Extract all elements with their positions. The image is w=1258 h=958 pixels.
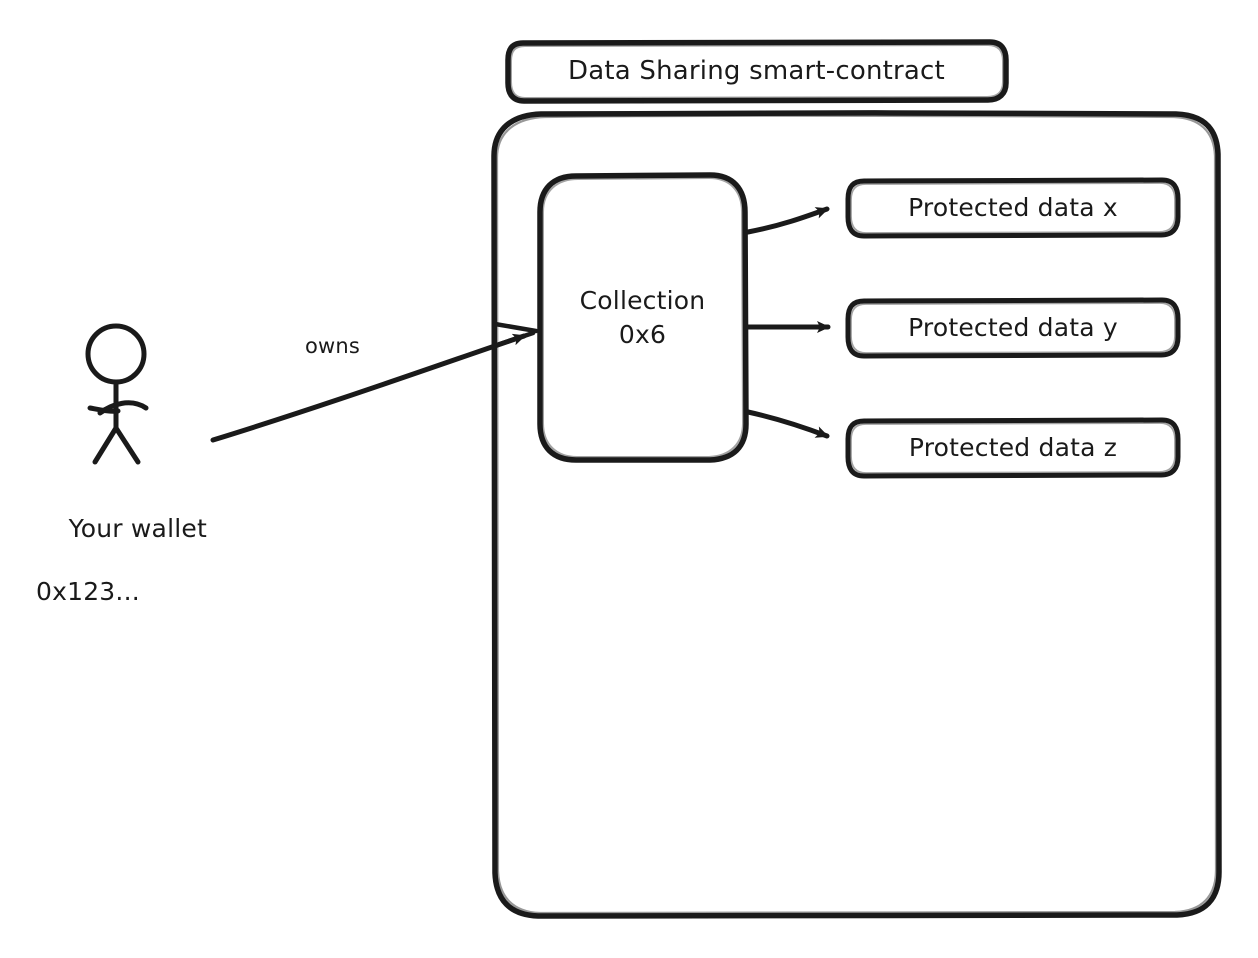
smart-contract-container	[491, 110, 1222, 919]
collection-label-line1: Collection	[579, 286, 706, 315]
collection-label-line2: 0x6	[618, 319, 667, 349]
protected-data-x-label: Protected data x	[908, 193, 1118, 223]
stick-figure-icon	[85, 323, 149, 465]
arrow-owns	[210, 333, 527, 443]
owns-edge-label: owns	[305, 334, 361, 358]
contract-title-label: Data Sharing smart-contract	[568, 55, 945, 86]
arrow-collection-to-data-z	[745, 409, 830, 439]
protected-data-box-z	[845, 417, 1181, 479]
protected-data-y-label: Protected data y	[908, 313, 1118, 343]
arrow-collection-to-data-x	[745, 206, 830, 235]
protected-data-z-label: Protected data z	[908, 433, 1118, 463]
collection-label: Collection 0x6	[540, 175, 745, 460]
wallet-label-line1: Your wallet	[68, 513, 207, 543]
protected-data-box-y	[845, 297, 1181, 359]
collection-box	[537, 172, 749, 463]
arrow-owns-sketch-line	[492, 321, 539, 334]
arrow-owns-sketch-tail	[494, 330, 536, 348]
protected-data-box-x	[845, 177, 1181, 239]
contract-title-box	[505, 39, 1009, 104]
wallet-label-line2: 0x123...	[36, 576, 140, 606]
wallet-label: Your wallet 0x123...	[36, 484, 207, 665]
